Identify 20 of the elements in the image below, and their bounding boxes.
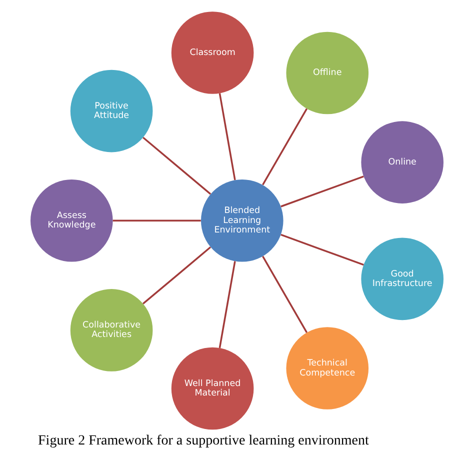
connector [142,246,212,304]
caption: Figure 2 Framework for a supportive learning environment [38,433,369,448]
node-circle: Good Infrastructure [361,238,444,320]
node-circle: Blended Learning Environment [200,179,284,262]
node-circle: Offline [286,32,369,114]
node-circle: Online [361,121,444,204]
connector [218,93,236,180]
connector [280,176,364,208]
node-circle: Assess Knowledge [30,179,113,262]
connector [280,234,364,266]
connector [262,256,308,334]
node-circle: Well Planned Material [171,347,254,430]
connector [262,108,308,186]
connector [112,220,201,222]
connector [142,136,212,195]
node-circle: Classroom [171,12,254,94]
connector [218,261,236,348]
node-circle: Positive Attitude [70,70,153,152]
node-circle: Collaborative Activities [70,289,153,372]
node-circle: Technical Competence [286,327,369,410]
